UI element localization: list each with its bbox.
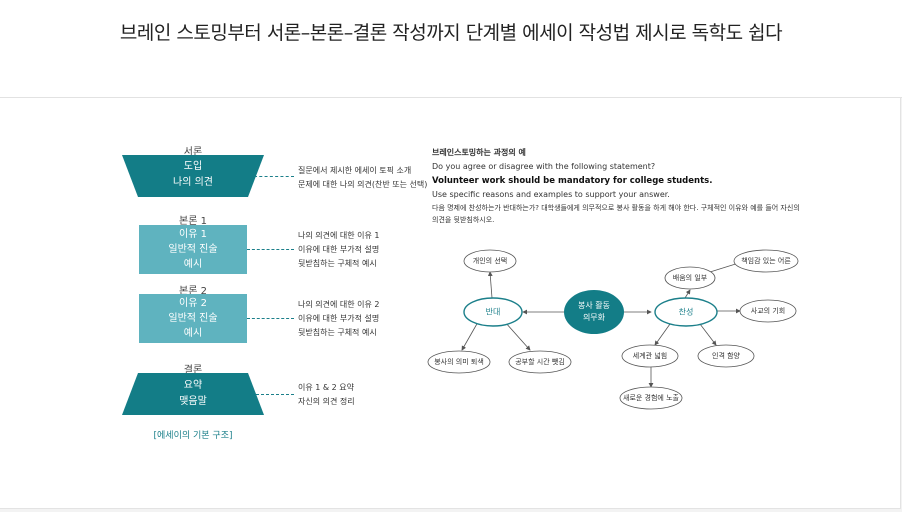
conclusion-trapezoid (122, 373, 264, 415)
edge-for-world (654, 323, 671, 346)
body2-line-3: 예시 (183, 328, 203, 339)
center-line-1: 봉사 활동 (578, 301, 610, 310)
label-for-character: 인격 함양 (712, 352, 740, 360)
body2-connector (247, 318, 294, 319)
conclusion-notes: 이유 1 & 2 요약 자신의 의견 정리 (298, 381, 355, 409)
conclusion-line-1: 요약 (183, 380, 203, 391)
body2-note-3: 뒷받침하는 구체적 예시 (298, 328, 377, 337)
node-for-experience (619, 386, 683, 410)
node-for-social (739, 299, 797, 323)
example-statement: Volunteer work should be mandatory for c… (432, 176, 713, 186)
body2-line-1: 이유 2 (179, 298, 207, 309)
node-against-meaning (427, 350, 491, 374)
conclusion-note-2: 자신의 의견 정리 (298, 397, 355, 406)
body1-line-1: 이유 1 (179, 229, 207, 240)
edge-for-duty (684, 289, 691, 299)
body1-line-2: 일반적 진술 (168, 244, 218, 255)
body1-note-2: 이유에 대한 부가적 설명 (298, 245, 380, 254)
edge-against-meaning (461, 321, 479, 351)
body2-line-2: 일반적 진술 (168, 313, 218, 324)
section-label-conclusion: 결론 (183, 365, 203, 376)
intro-box-text: 도입 나의 의견 (122, 159, 264, 191)
intro-line-1: 도입 (183, 161, 203, 172)
edge-against-time (504, 321, 531, 351)
node-against-choice (463, 249, 517, 273)
intro-notes: 질문에서 제시한 에세이 토픽 소개 문제에 대한 나의 의견(찬반 또는 선택… (298, 164, 427, 192)
edge-for-character (699, 323, 717, 346)
label-against-choice: 개인의 선택 (472, 257, 508, 265)
center-line-2: 의무화 (582, 313, 606, 322)
label-for-world: 세계관 넓힘 (632, 352, 668, 360)
body1-note-1: 나의 의견에 대한 이유 1 (298, 231, 380, 240)
body1-line-3: 예시 (183, 259, 203, 270)
mindmap-for-label: 찬성 (678, 307, 694, 317)
mindmap-center-label: 봉사 활동 의무화 (578, 300, 610, 324)
mindmap-against-label: 반대 (485, 307, 501, 317)
conclusion-note-1: 이유 1 & 2 요약 (298, 383, 355, 392)
intro-trapezoid (122, 155, 264, 197)
body1-connector (247, 249, 294, 250)
example-title: 브레인스토밍하는 과정의 예 (432, 148, 526, 157)
intro-connector (254, 176, 294, 177)
intro-note-1: 질문에서 제시한 에세이 토픽 소개 (298, 166, 412, 175)
node-for-duty (664, 266, 716, 290)
body1-box: 이유 1 일반적 진술 예시 (139, 225, 247, 274)
node-against-time (508, 350, 572, 374)
section-label-body2: 본론 2 (179, 286, 207, 297)
label-for-experience: 새로운 경험에 노출 (623, 394, 679, 402)
body2-note-1: 나의 의견에 대한 이유 2 (298, 300, 380, 309)
conclusion-box-text: 요약 맺음말 (122, 378, 264, 410)
label-against-meaning: 봉사의 의미 퇴색 (434, 358, 484, 366)
conclusion-connector (256, 394, 294, 395)
structure-caption: [에세이의 기본 구조] (153, 431, 233, 441)
node-for-character (697, 344, 755, 368)
section-label-body1: 본론 1 (179, 216, 207, 227)
node-for-responsibility (733, 249, 799, 273)
example-instruction: Use specific reasons and examples to sup… (432, 190, 670, 199)
section-label-intro: 서론 (183, 147, 203, 158)
node-for-world (621, 344, 679, 368)
body2-notes: 나의 의견에 대한 이유 2 이유에 대한 부가적 설명 뒷받침하는 구체적 예… (298, 298, 380, 340)
page-headline: 브레인 스토밍부터 서론–본론–결론 작성까지 단계별 에세이 작성법 제시로 … (119, 22, 783, 44)
label-for-responsibility: 책임감 있는 어른 (741, 257, 791, 265)
intro-line-2: 나의 의견 (173, 177, 213, 188)
node-for (654, 297, 718, 327)
example-korean: 다음 명제에 찬성하는가 반대하는가? 대학생들에게 의무적으로 봉사 활동을 … (432, 204, 800, 224)
edge-against-choice (487, 271, 493, 299)
label-for-social: 사교의 기회 (750, 307, 786, 315)
intro-note-2: 문제에 대한 나의 의견(찬반 또는 선택) (298, 180, 428, 189)
node-center (564, 290, 624, 334)
label-against-time: 공부할 시간 뺏김 (515, 358, 565, 366)
body2-note-2: 이유에 대한 부가적 설명 (298, 314, 380, 323)
body2-box: 이유 2 일반적 진술 예시 (139, 294, 247, 343)
example-question: Do you agree or disagree with the follow… (432, 162, 656, 171)
conclusion-line-2: 맺음말 (179, 396, 207, 407)
label-for-duty: 배움의 일부 (672, 274, 708, 282)
node-against (463, 297, 523, 327)
body1-note-3: 뒷받침하는 구체적 예시 (298, 259, 377, 268)
body1-notes: 나의 의견에 대한 이유 1 이유에 대한 부가적 설명 뒷받침하는 구체적 예… (298, 229, 380, 271)
